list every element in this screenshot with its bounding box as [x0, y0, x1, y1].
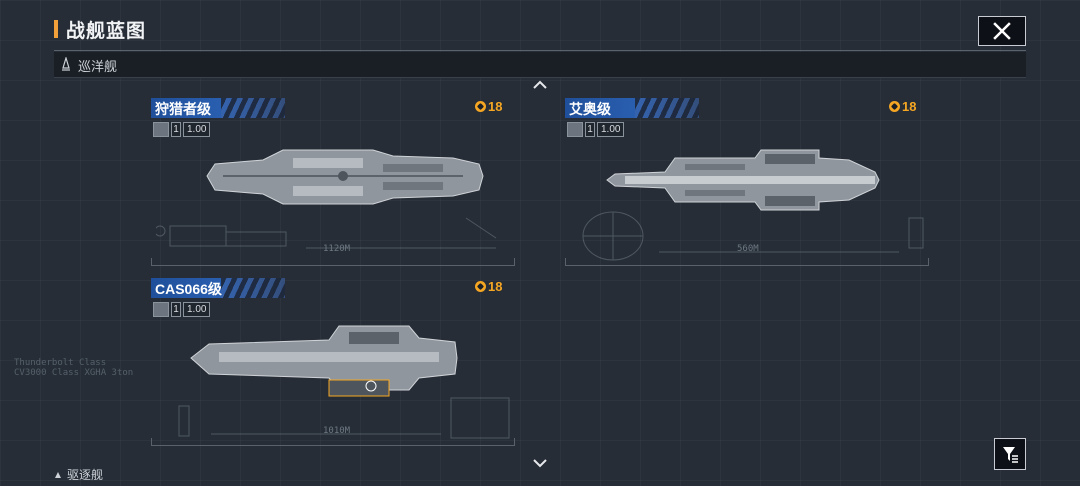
stat-level: 1	[585, 121, 595, 137]
ship-type-icon	[153, 301, 169, 317]
ship-image	[606, 149, 880, 211]
caret-up-icon	[55, 471, 61, 478]
ship-name: CAS066级	[155, 281, 222, 297]
stat-value: 1.00	[597, 121, 625, 137]
name-tab-stripes	[221, 98, 285, 118]
filter-button[interactable]	[994, 438, 1026, 470]
stat-value: 1.00	[183, 121, 211, 137]
stat-level: 1	[171, 121, 181, 137]
ship-image	[190, 325, 458, 397]
card-frame-corner	[151, 258, 152, 266]
card-frame-corner	[514, 438, 515, 446]
cost-value: 18	[902, 99, 917, 114]
ship-type-icon	[567, 121, 583, 137]
ship-dimension: 1010M	[323, 426, 351, 436]
stat-value: 1.00	[183, 301, 211, 317]
top-bar: 战舰蓝图	[0, 0, 1080, 50]
ship-type-icon	[153, 121, 169, 137]
close-button[interactable]	[978, 16, 1026, 46]
card-frame-corner	[928, 258, 929, 266]
ship-image	[206, 149, 484, 205]
blueprint-drawing	[582, 211, 924, 261]
cruiser-icon	[62, 57, 70, 71]
card-frame-bottom	[565, 265, 929, 266]
ship-cost: 18	[889, 99, 916, 114]
ship-stat: 1 1.00	[567, 121, 625, 137]
title-accent-bar	[54, 20, 58, 38]
coin-icon	[475, 281, 486, 292]
ship-dimension: 1120M	[323, 244, 351, 254]
close-icon	[993, 22, 1011, 40]
chevron-up-icon[interactable]	[532, 80, 548, 90]
card-frame-corner	[151, 438, 152, 446]
blueprint-drawing	[156, 217, 497, 249]
ship-card[interactable]: CAS066级 18 1 1.00 1010M	[151, 278, 517, 446]
blueprint-drawing	[178, 397, 510, 439]
ship-card[interactable]: 狩猎者级 18 1 1.00 1120M	[151, 98, 517, 266]
cost-value: 18	[488, 279, 503, 294]
page-title: 战舰蓝图	[66, 21, 147, 42]
category-bar[interactable]: 巡洋舰	[54, 52, 1026, 78]
card-frame-corner	[514, 258, 515, 266]
chevron-down-icon[interactable]	[532, 458, 548, 468]
cost-value: 18	[488, 99, 503, 114]
stat-level: 1	[171, 301, 181, 317]
coin-icon	[475, 101, 486, 112]
ship-stat: 1 1.00	[153, 121, 211, 137]
ship-name: 狩猎者级	[155, 101, 211, 117]
ship-cost: 18	[475, 99, 502, 114]
category-label: 巡洋舰	[78, 59, 118, 74]
coin-icon	[889, 101, 900, 112]
name-tab-stripes	[635, 98, 699, 118]
ship-dimension: 560M	[737, 244, 759, 254]
name-tab-stripes	[221, 278, 285, 298]
next-category-label: 驱逐舰	[67, 468, 104, 482]
card-frame-bottom	[151, 445, 515, 446]
header-divider	[54, 50, 1026, 51]
card-frame-corner	[565, 258, 566, 266]
ship-name: 艾奥级	[569, 101, 611, 117]
ship-stat: 1 1.00	[153, 301, 211, 317]
filter-icon	[1003, 447, 1018, 463]
ship-cost: 18	[475, 279, 502, 294]
next-category-tab[interactable]: 驱逐舰	[54, 466, 103, 483]
card-frame-bottom	[151, 265, 515, 266]
ship-card[interactable]: 艾奥级 18 1 1.00 560M	[565, 98, 931, 266]
